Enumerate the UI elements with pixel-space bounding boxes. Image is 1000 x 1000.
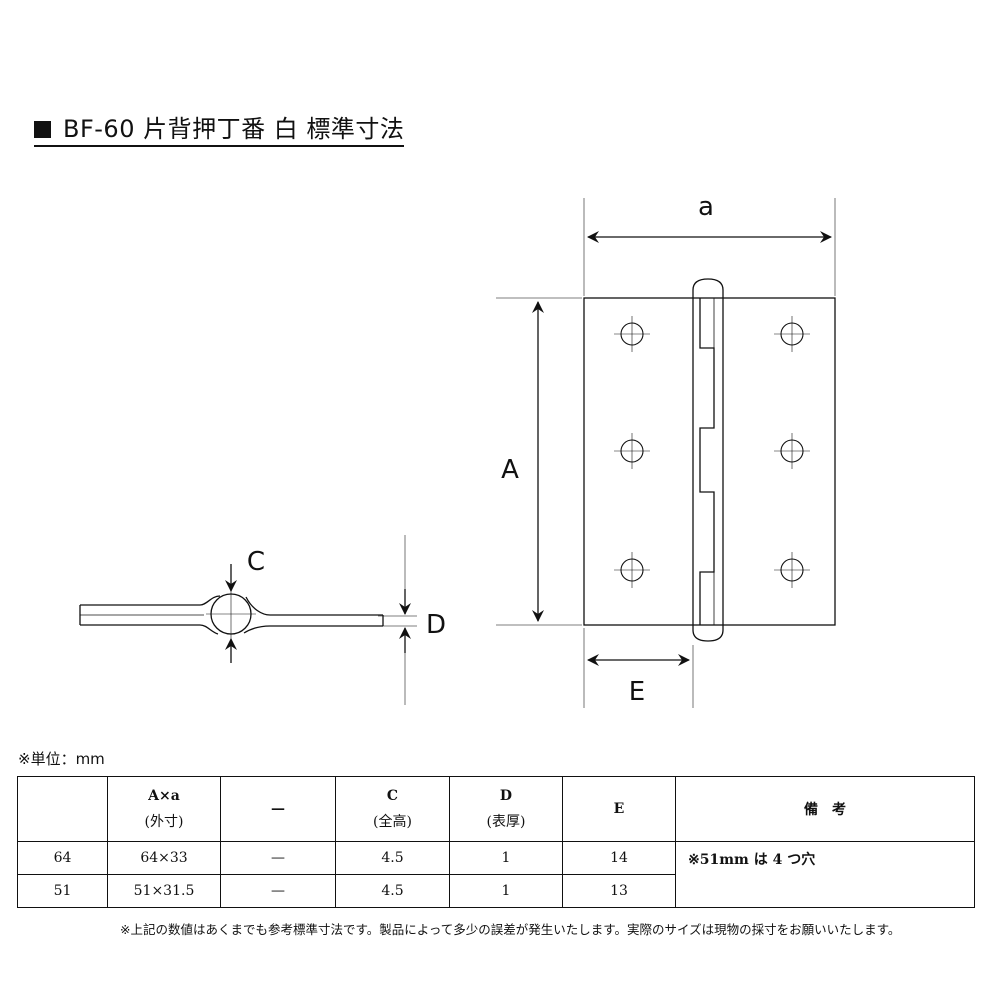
knuckle-top [692, 278, 724, 298]
header-size [17, 776, 108, 842]
cell-dash: — [220, 874, 336, 908]
page-title: BF-60 片背押丁番 白 標準寸法 [34, 114, 405, 147]
dimension-arrows [225, 231, 832, 666]
square-bullet-icon [34, 121, 51, 138]
side-plate-top-right [245, 596, 383, 616]
header-remarks: 備 考 [675, 776, 975, 842]
cell-size: 64 [17, 841, 108, 875]
hinge-front-view [583, 278, 836, 642]
header-c-label: C [386, 788, 399, 804]
header-d-label: D [499, 788, 513, 804]
header-c-sub: (全高) [373, 814, 412, 830]
label-A: A [501, 455, 519, 485]
header-axa-sub: (外寸) [144, 814, 184, 830]
hole-centerlines [614, 316, 810, 588]
cell-axa: 64×33 [107, 841, 221, 875]
extension-lines [378, 198, 836, 708]
label-a: a [698, 192, 714, 222]
dimension-labels: a A C D E [247, 192, 714, 707]
side-plate-bottom-left [80, 624, 219, 635]
cell-d: 1 [449, 841, 563, 875]
header-c: C (全高) [335, 776, 450, 842]
cell-e: 13 [562, 874, 676, 908]
knuckle-joint [699, 298, 715, 625]
unit-note: ※単位：mm [18, 750, 105, 768]
side-plate-top-left [80, 595, 221, 606]
header-d: D (表厚) [449, 776, 563, 842]
cell-size: 51 [17, 874, 108, 908]
label-E: E [629, 677, 645, 707]
label-C: C [247, 547, 265, 577]
header-e: E [562, 776, 676, 842]
table-row: 51 51×31.5 — 4.5 1 13 [17, 874, 975, 908]
table-row: 64 64×33 — 4.5 1 14 ※51mm は 4 つ穴 [17, 841, 975, 908]
knuckle-bottom [692, 625, 724, 642]
cell-c: 4.5 [335, 874, 450, 908]
cell-remarks: ※51mm は 4 つ穴 [675, 841, 975, 908]
header-d-sub: (表厚) [486, 814, 526, 830]
table-header-row: A×a (外寸) — C (全高) D (表厚) E 備 考 [17, 776, 975, 842]
cell-c: 4.5 [335, 841, 450, 875]
cell-e: 14 [562, 841, 676, 875]
header-axa: A×a (外寸) [107, 776, 221, 842]
cell-dash: — [220, 841, 336, 875]
hinge-outline [583, 297, 836, 626]
screw-hole-group [620, 322, 804, 582]
header-axa-label: A×a [148, 788, 180, 804]
header-dash: — [220, 776, 336, 842]
label-D: D [426, 610, 446, 640]
footnote: ※上記の数値はあくまでも参考標準寸法です。製品によって多少の誤差が発生いたします… [120, 922, 901, 937]
page-title-text: BF-60 片背押丁番 白 標準寸法 [63, 115, 405, 143]
spec-table: A×a (外寸) — C (全高) D (表厚) E 備 考 64 64×33 … [17, 776, 975, 908]
hinge-side-view [79, 589, 384, 639]
side-plate-bottom-right [243, 625, 383, 634]
cell-d: 1 [449, 874, 563, 908]
cell-axa: 51×31.5 [107, 874, 221, 908]
